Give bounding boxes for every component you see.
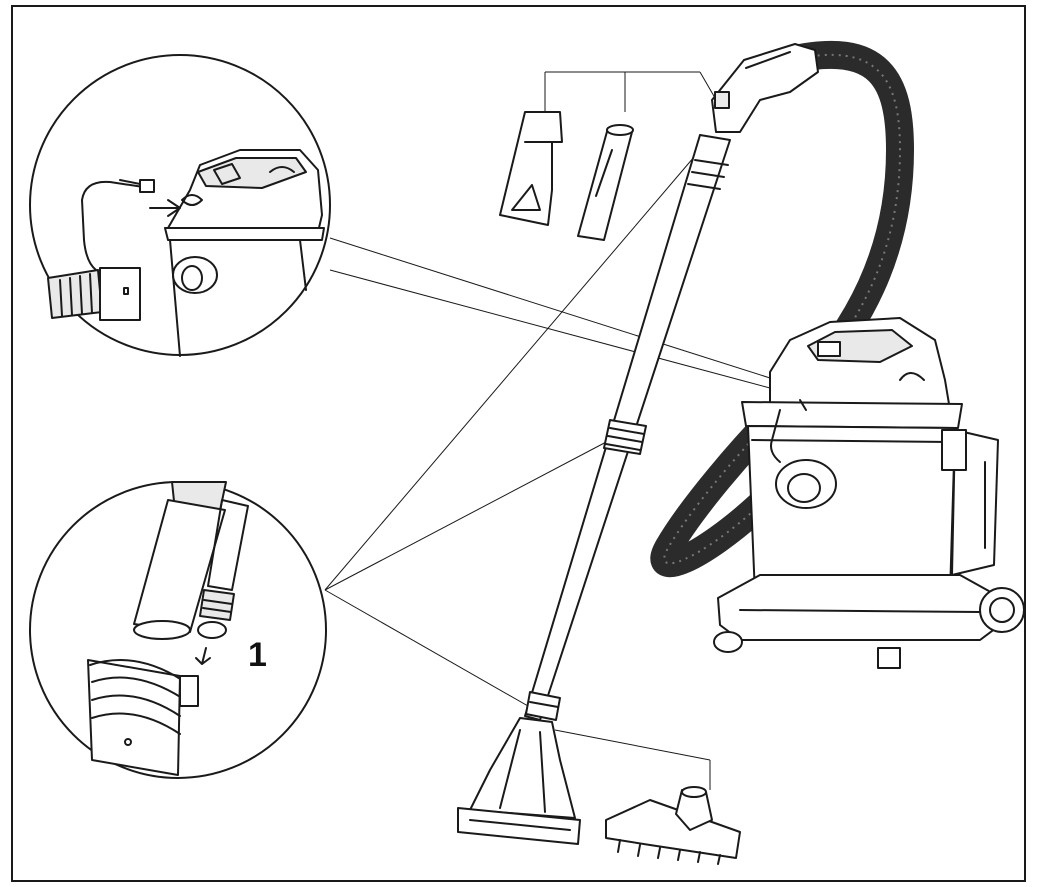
- detail-circle-power-cable: [29, 54, 331, 357]
- callout-label: 1: [248, 636, 267, 674]
- vacuum-cleaner-body: [713, 317, 1025, 669]
- detail-circle-wand-connection: 1: [29, 481, 327, 779]
- extension-wand: [524, 134, 731, 721]
- floor-nozzle-wide: [457, 717, 581, 845]
- hose-handle: [711, 43, 819, 133]
- accessory-nozzles: [499, 111, 634, 241]
- diagram-border: [11, 5, 1026, 882]
- floor-brush: [605, 786, 741, 865]
